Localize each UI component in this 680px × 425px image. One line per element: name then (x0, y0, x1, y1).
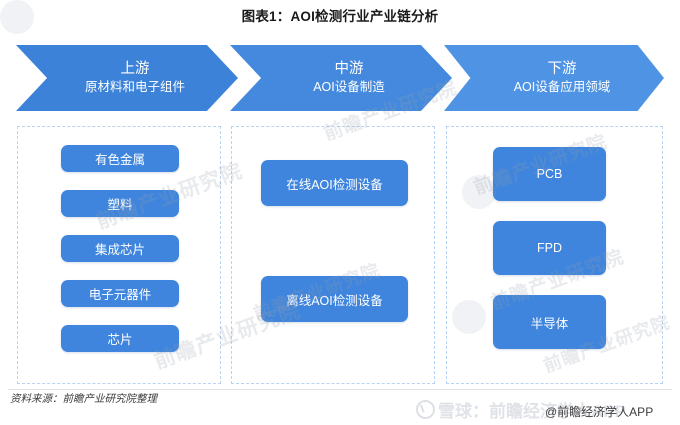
node-midstream-2[interactable]: 离线AOI检测设备 (261, 276, 408, 322)
node-downstream-2[interactable]: FPD (493, 221, 606, 275)
node-downstream-1[interactable]: PCB (493, 147, 606, 201)
node-upstream-5[interactable]: 芯片 (61, 325, 179, 352)
page-title: 图表1：AOI检测行业产业链分析 (241, 9, 439, 24)
node-upstream-4[interactable]: 电子元器件 (61, 280, 179, 307)
stage-arrow-upstream-subtitle: 原材料和电子组件 (84, 80, 185, 95)
footer-divider (8, 389, 672, 390)
watermark-brand-footer: 雪球：前瞻经济学人APP (416, 397, 626, 422)
node-upstream-3[interactable]: 集成芯片 (61, 235, 179, 262)
stage-arrow-upstream-title: 上游 (120, 61, 150, 78)
node-downstream-3[interactable]: 半导体 (493, 295, 606, 349)
stage-arrow-downstream[interactable]: 下游 AOI设备应用领域 (444, 45, 664, 111)
node-midstream-1[interactable]: 在线AOI检测设备 (261, 160, 408, 206)
xueqiu-logo-icon (416, 400, 435, 419)
column-upstream: 有色金属 塑料 集成芯片 电子元器件 芯片 (17, 126, 221, 384)
stage-arrow-midstream-subtitle: AOI设备制造 (313, 80, 385, 95)
stage-arrow-downstream-title: 下游 (547, 61, 577, 78)
value-chain-arrow-band: 上游 原材料和电子组件 中游 AOI设备制造 下游 AOI设备应用领域 (16, 45, 664, 111)
stage-arrow-midstream-title: 中游 (334, 61, 364, 78)
stage-arrow-midstream[interactable]: 中游 AOI设备制造 (230, 45, 452, 111)
stage-arrow-upstream[interactable]: 上游 原材料和电子组件 (16, 45, 238, 111)
column-midstream: 在线AOI检测设备 离线AOI检测设备 (231, 126, 435, 384)
column-downstream: PCB FPD 半导体 (446, 126, 663, 384)
value-chain-columns: 有色金属 塑料 集成芯片 电子元器件 芯片 在线AOI检测设备 离线AOI检测设… (17, 126, 663, 384)
stage-arrow-downstream-subtitle: AOI设备应用领域 (513, 80, 611, 95)
watermark-brand-text: 雪球：前瞻经济学人APP (438, 402, 626, 421)
source-note: 资料来源：前瞻产业研究院整理 (10, 393, 157, 405)
node-upstream-2[interactable]: 塑料 (61, 190, 179, 217)
app-attribution: @前瞻经济学人APP (545, 405, 654, 419)
node-upstream-1[interactable]: 有色金属 (61, 145, 179, 172)
